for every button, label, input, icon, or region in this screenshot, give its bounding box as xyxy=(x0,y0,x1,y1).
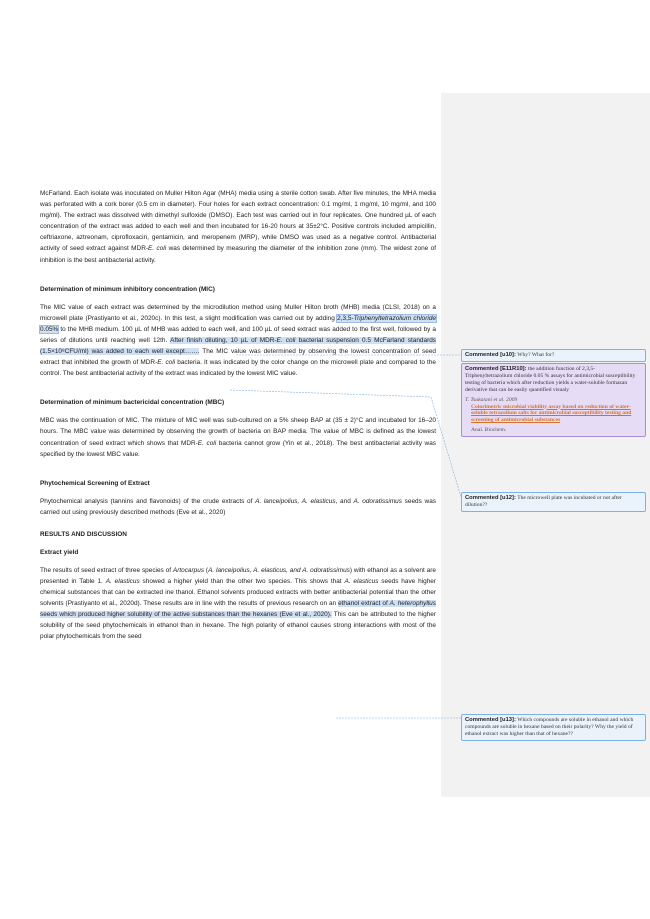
comment-u10[interactable]: Commented [u10]: Why? What for? xyxy=(461,349,646,362)
paragraph-extract-yield: The results of seed extract of three spe… xyxy=(40,566,437,641)
paragraph-disk-diffusion: McFarland. Each isolate was inoculated o… xyxy=(40,190,437,264)
comment-e11r10[interactable]: Commented [E11R10]: the addition functio… xyxy=(461,363,646,438)
paragraph-mbc: MBC was the continuation of MIC. The mix… xyxy=(40,417,437,458)
reference-title-link[interactable]: Colorimetric microbial viability assay b… xyxy=(471,403,632,424)
document-body: McFarland. Each isolate was inoculated o… xyxy=(39,188,437,643)
heading-mic: Determination of minimum inhibitory conc… xyxy=(40,285,215,293)
comment-margin-pane xyxy=(441,93,650,797)
comment-u12[interactable]: Commented [u12]: The microwell plate was… xyxy=(461,492,646,512)
heading-extract-yield: Extract yield xyxy=(40,548,79,556)
heading-mbc: Determination of minimum bactericidal co… xyxy=(40,399,225,407)
comment-u13[interactable]: Commented [u13]: Which compounds are sol… xyxy=(461,714,646,741)
heading-results: RESULTS AND DISCUSSION xyxy=(40,530,127,538)
heading-phytochemical: Phytochemical Screening of Extract xyxy=(40,479,150,487)
reference-journal: Anal. Biochem. xyxy=(471,427,507,434)
reference-author: T. Tsukatani et al. 2009 xyxy=(465,396,518,403)
paragraph-phytochemical: Phytochemical analysis (tannins and flav… xyxy=(40,497,436,516)
paragraph-mic: The MIC value of each extract was determ… xyxy=(39,303,437,378)
